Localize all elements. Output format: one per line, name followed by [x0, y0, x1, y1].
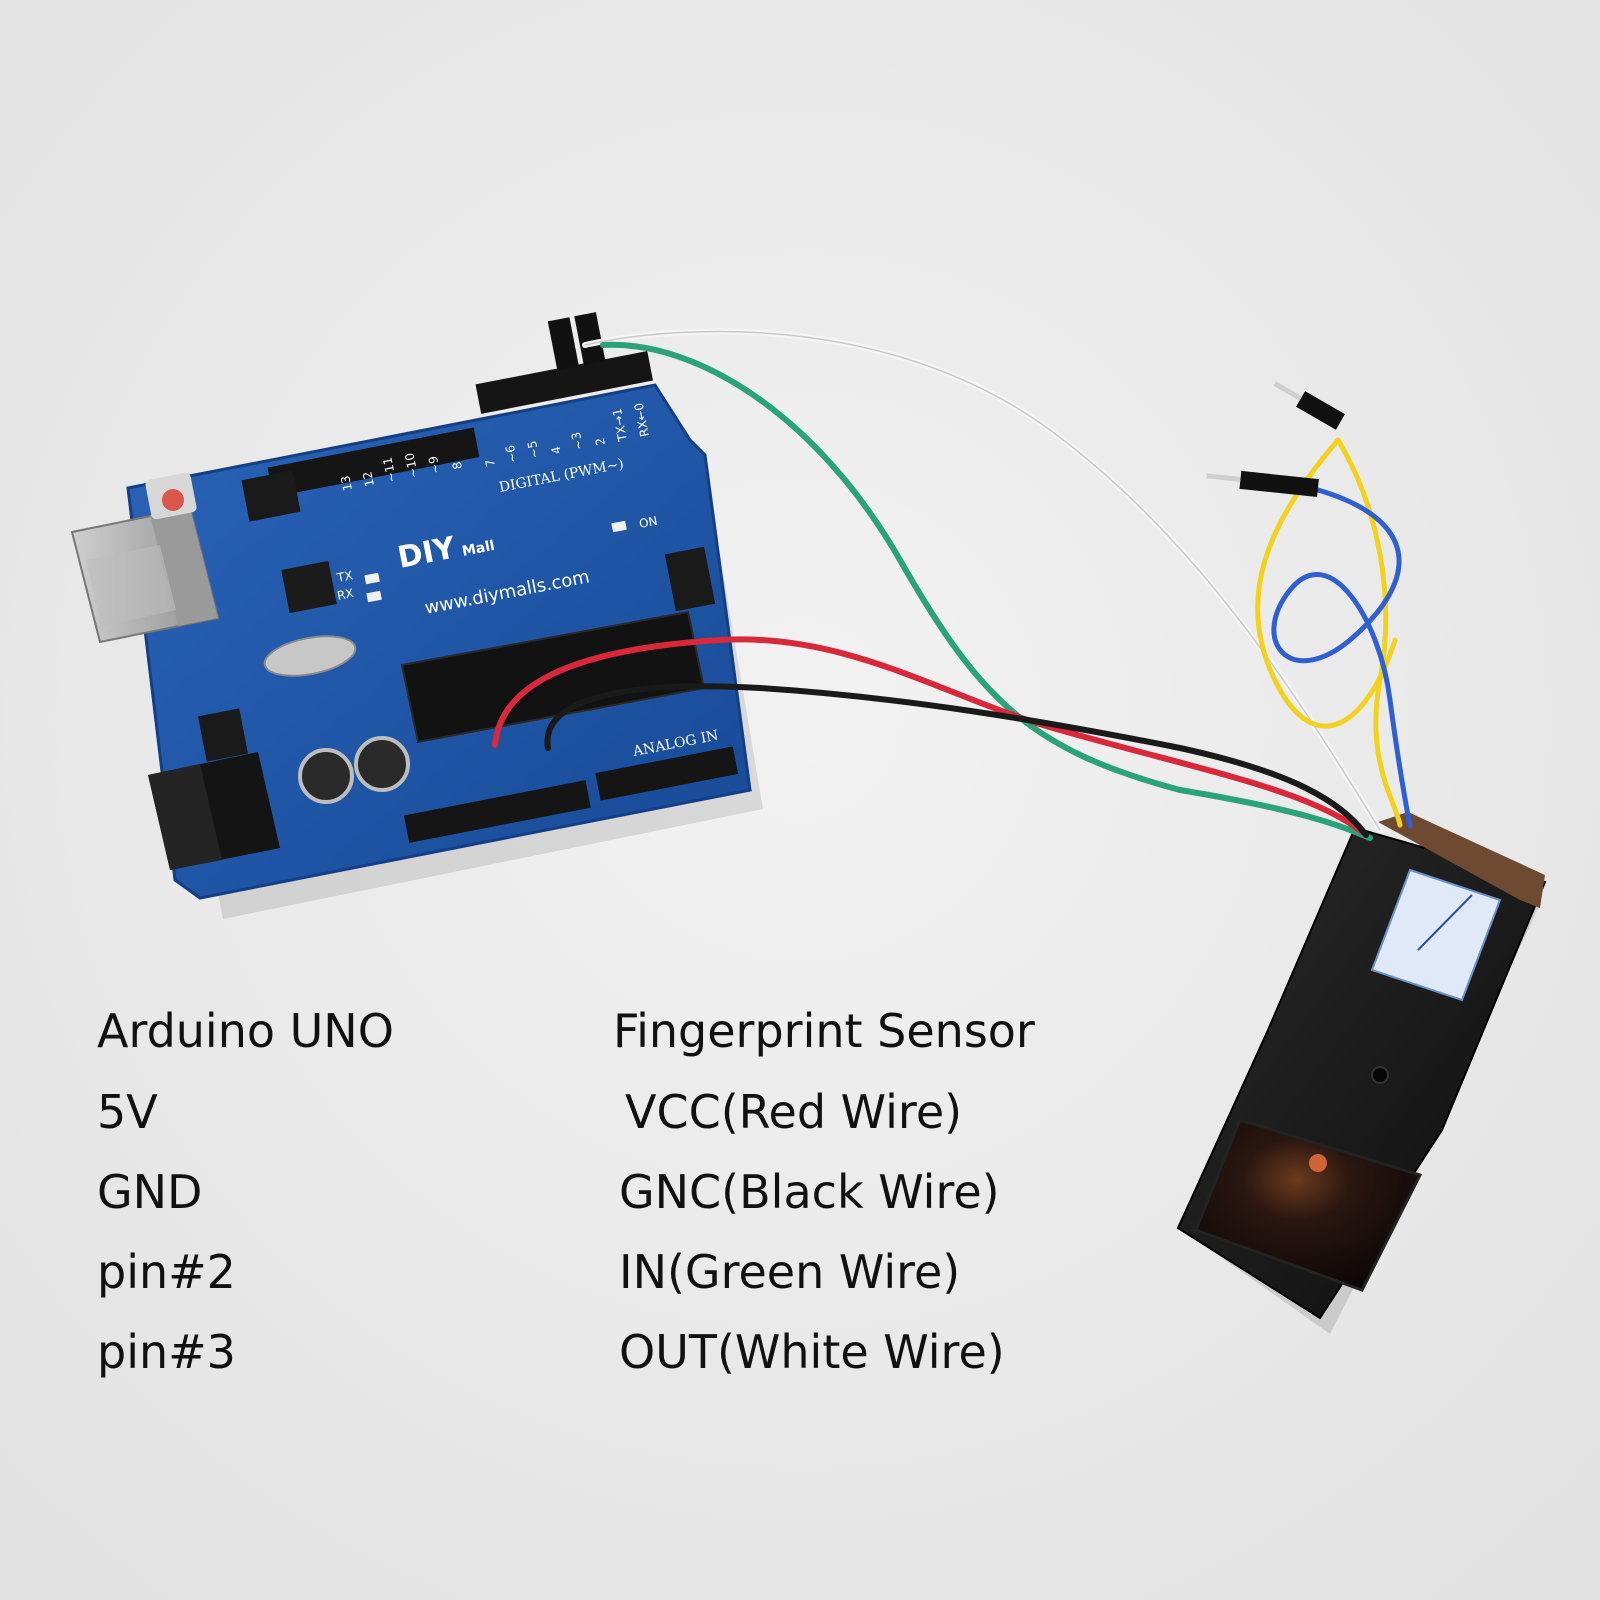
- dupont-connector-blue: [1206, 470, 1319, 497]
- arduino-uno-board: DIY Mall www.diymalls.com DIGITAL (PWM~)…: [70, 312, 763, 919]
- sensor-scan-window: [1194, 1118, 1423, 1292]
- sensor-label-line: [1417, 894, 1473, 951]
- power-analog-header: [403, 746, 739, 843]
- sensor-label-sticker: [1370, 868, 1502, 1002]
- header-pin-label: RX←0: [632, 402, 652, 438]
- wires: [492, 328, 1413, 841]
- board-on-label: ON: [638, 514, 659, 531]
- header-pin-label: ~10: [402, 452, 421, 480]
- blue-wire: [1271, 487, 1413, 829]
- header-pin-label: ~3: [569, 431, 586, 451]
- header-pin-label: ~11: [380, 456, 399, 484]
- board-tx-label: TX: [335, 568, 354, 585]
- header-pin-label: ~6: [503, 444, 520, 464]
- sensor-mount-hole: [1371, 1066, 1389, 1084]
- dc-power-jack: [148, 752, 280, 870]
- yellow-wire: [1255, 437, 1403, 828]
- header-pin-label: 2: [593, 436, 608, 446]
- crystal-oscillator: [263, 635, 357, 677]
- black-wire: [544, 683, 1369, 838]
- fingerprint-sensor: [1176, 812, 1547, 1334]
- usb-chip: [281, 560, 337, 614]
- icsp-header-top: [241, 470, 301, 522]
- header-pin-label: 12: [360, 470, 377, 488]
- usb-b-connector: [70, 506, 220, 644]
- board-rx-label: RX: [336, 586, 355, 603]
- header-pin-label: ~9: [426, 455, 443, 475]
- header-pin-label: ~5: [525, 439, 542, 459]
- green-wire: [600, 341, 1373, 841]
- red-wire: [492, 636, 1365, 835]
- dupont-connector-yellow: [1273, 381, 1345, 430]
- sensor-connector: [1378, 812, 1545, 908]
- capacitor-2: [354, 736, 410, 792]
- capacitor-1: [298, 748, 354, 804]
- tx-led: [364, 572, 380, 585]
- header-pin-label: 8: [450, 460, 465, 470]
- board-brand-suffix: Mall: [461, 538, 496, 560]
- on-led: [611, 520, 627, 533]
- digital-header: [267, 312, 653, 498]
- icsp-header-right: [664, 546, 716, 612]
- sensor-led-glow: [1309, 1154, 1327, 1172]
- header-pin-label: 13: [338, 474, 355, 492]
- white-wire-edge: [584, 330, 1381, 831]
- header-pin-label: 7: [483, 458, 498, 468]
- voltage-regulator: [197, 708, 249, 762]
- header-pin-label: 4: [549, 445, 564, 455]
- header-pin-label: TX→1: [610, 407, 630, 443]
- rx-led: [366, 590, 382, 603]
- reset-button-cap: [162, 489, 184, 511]
